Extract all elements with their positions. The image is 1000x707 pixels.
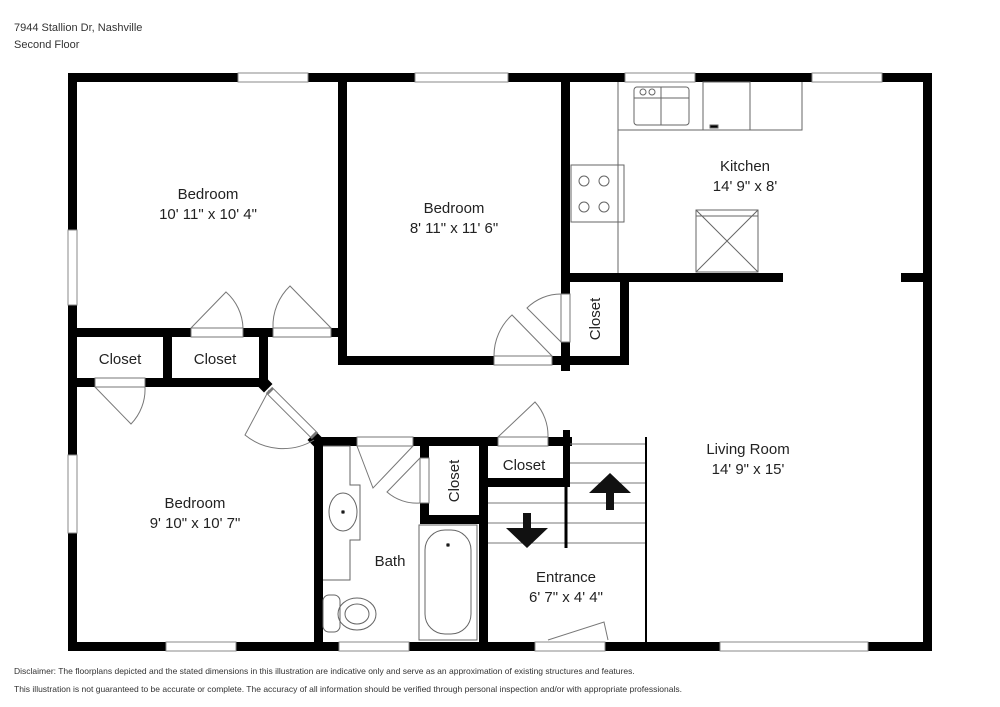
room-dims: 9' 10" x 10' 7"	[149, 515, 241, 532]
address: 7944 Stallion Dr, Nashville	[14, 22, 143, 34]
header: 7944 Stallion Dr, Nashville Second Floor	[14, 20, 142, 54]
room-dims: 14' 9" x 15'	[711, 461, 785, 478]
floor-label: Second Floor	[14, 39, 80, 51]
room-name: Bedroom	[177, 186, 239, 203]
room-closet-5: Closet	[503, 456, 546, 476]
windows	[67, 72, 883, 652]
room-bedroom-2: Bedroom 8' 11" x 11' 6"	[410, 199, 498, 239]
room-dims: 10' 11" x 10' 4"	[159, 206, 257, 223]
room-name: Closet	[446, 459, 463, 503]
room-dims: 14' 9" x 8'	[712, 178, 778, 195]
room-closet-4: Closet	[445, 460, 465, 503]
room-living-room: Living Room 14' 9" x 15'	[706, 440, 789, 480]
room-name: Kitchen	[719, 158, 771, 175]
room-name: Closet	[587, 297, 604, 341]
disclaimer: Disclaimer: The floorplans depicted and …	[14, 662, 682, 698]
arrow-down-icon	[506, 513, 548, 548]
kitchen-fixtures	[570, 81, 803, 273]
doors	[94, 285, 609, 641]
room-name: Entrance	[535, 569, 597, 586]
room-name: Bedroom	[423, 200, 485, 217]
room-entrance: Entrance 6' 7" x 4' 4"	[529, 568, 603, 608]
room-closet-3: Closet	[586, 298, 606, 341]
room-bedroom-1: Bedroom 10' 11" x 10' 4"	[159, 185, 257, 225]
arrow-up-icon	[589, 473, 631, 510]
bath-fixtures	[322, 445, 478, 641]
room-name: Closet	[98, 351, 142, 368]
room-bedroom-3: Bedroom 9' 10" x 10' 7"	[150, 494, 241, 534]
room-name: Closet	[193, 351, 237, 368]
stair-arrows	[506, 473, 631, 548]
room-name: Living Room	[706, 441, 790, 458]
room-dims: 6' 7" x 4' 4"	[529, 589, 603, 606]
room-bath: Bath	[375, 552, 406, 572]
disclaimer-line-1: Disclaimer: The floorplans depicted and …	[14, 666, 635, 676]
room-name: Closet	[502, 457, 546, 474]
room-closet-2: Closet	[194, 350, 237, 370]
disclaimer-line-2: This illustration is not guaranteed to b…	[14, 684, 682, 694]
room-name: Bath	[374, 553, 406, 570]
room-kitchen: Kitchen 14' 9" x 8'	[713, 157, 777, 197]
room-name: Bedroom	[164, 495, 226, 512]
room-closet-1: Closet	[99, 350, 142, 370]
room-dims: 8' 11" x 11' 6"	[409, 220, 499, 237]
